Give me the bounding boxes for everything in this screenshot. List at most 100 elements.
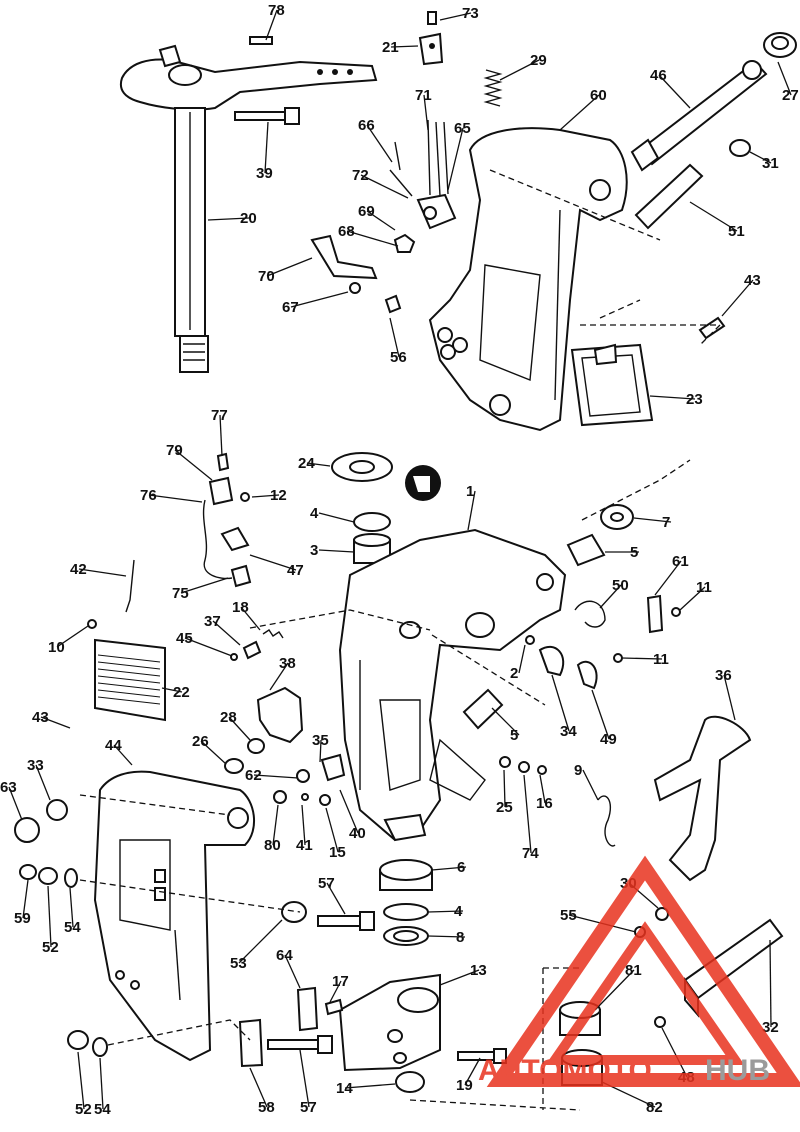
bushing-part	[566, 533, 606, 567]
screw-part	[301, 793, 309, 801]
callout-number: 7	[662, 514, 670, 531]
leader-line	[253, 774, 299, 779]
leader-line	[78, 568, 127, 577]
leader-line	[654, 560, 682, 596]
leader-line	[431, 866, 467, 871]
callout-number: 25	[496, 799, 513, 816]
callout-number: 37	[204, 613, 221, 630]
callout-number: 79	[166, 442, 183, 459]
callout: 21	[382, 39, 419, 56]
leader-line	[284, 954, 301, 989]
bushing-part	[462, 688, 504, 730]
leader-line	[749, 151, 772, 164]
leader-line	[389, 317, 400, 358]
callout-number: 13	[470, 962, 487, 979]
grille-part	[94, 638, 166, 722]
callout: 33	[27, 757, 51, 801]
callout-number: 47	[287, 562, 304, 579]
callout: 80	[264, 804, 281, 854]
callout: 17	[329, 973, 349, 1003]
leader-line	[582, 769, 599, 801]
leader-line	[423, 94, 429, 131]
leader-line	[40, 716, 71, 729]
callout-number: 36	[715, 667, 732, 684]
callout-number: 26	[192, 733, 209, 750]
washer-part	[64, 868, 78, 888]
leader-line	[594, 969, 635, 1011]
clamp-bracket-part	[93, 770, 256, 1062]
callout: 25	[496, 769, 513, 816]
nut-part	[46, 799, 68, 821]
washer-part	[518, 761, 530, 773]
stern-bracket-part	[428, 127, 628, 432]
leader-line	[212, 620, 241, 646]
leader-line	[621, 657, 663, 660]
callout: 79	[166, 442, 213, 481]
callout: 71	[415, 87, 432, 131]
callout: 47	[249, 554, 304, 579]
callout-number: 50	[612, 577, 629, 594]
callout: 7	[633, 514, 672, 531]
callout-number: 11	[696, 579, 712, 596]
bolt-part	[317, 911, 375, 931]
callout: 77	[211, 407, 228, 457]
callout: 82	[601, 1081, 663, 1116]
leader-line	[599, 584, 622, 609]
nut-part	[395, 1071, 425, 1093]
leader-line	[559, 94, 600, 131]
callout-number: 63	[0, 779, 17, 796]
watermark-logo-icon	[486, 855, 800, 1087]
callout-number: 34	[560, 723, 577, 740]
cover-plate-part	[570, 343, 654, 427]
leader-line	[56, 625, 89, 648]
callout: 26	[192, 733, 227, 765]
callout-number: 82	[646, 1099, 663, 1116]
leader-line	[390, 45, 419, 48]
tilt-lever-part	[653, 715, 752, 882]
bushing-part	[353, 533, 391, 564]
housing-part	[338, 973, 441, 1072]
leader-line	[769, 939, 772, 1028]
ring-part	[353, 512, 391, 532]
callout-number: 4	[454, 903, 463, 920]
callout: 43	[721, 272, 761, 317]
watermark: AUTOMOTO HUB	[478, 855, 800, 1087]
callout: 24	[298, 455, 331, 472]
parts-artwork	[14, 11, 797, 1111]
callout-number: 5	[630, 544, 638, 561]
screw-part	[349, 282, 361, 294]
washer-part	[247, 738, 265, 754]
callout: 74	[522, 774, 539, 862]
callout: 57	[299, 1049, 317, 1116]
callout-number: 75	[172, 585, 189, 602]
callout: 51	[689, 201, 745, 240]
leader-line	[249, 1067, 268, 1108]
callout: 5	[491, 707, 520, 744]
callout: 76	[140, 487, 203, 504]
leader-line	[47, 885, 52, 948]
leader-line	[360, 174, 409, 199]
leader-line	[346, 230, 399, 247]
pin-part	[242, 640, 262, 660]
callout-number: 52	[42, 939, 59, 956]
leader-line	[251, 494, 280, 498]
callout-number: 8	[456, 929, 464, 946]
leader-line	[161, 687, 183, 693]
clip-part	[418, 11, 444, 66]
nut-part	[319, 794, 331, 806]
callout: 19	[456, 1057, 481, 1094]
leader-line	[439, 12, 472, 21]
callout-number: 17	[332, 973, 349, 990]
bracket-part	[256, 686, 304, 744]
callout-number: 41	[296, 837, 313, 854]
callout: 16	[536, 774, 553, 812]
clip-part	[597, 795, 616, 847]
leader-line	[174, 449, 213, 481]
screw-part	[324, 998, 344, 1016]
callout: 39	[256, 121, 273, 182]
callout-number: 10	[48, 639, 65, 656]
callout-number: 19	[456, 1077, 473, 1094]
callout: 4	[427, 903, 464, 920]
bracket-part	[576, 660, 598, 690]
callout-number: 45	[176, 630, 193, 647]
